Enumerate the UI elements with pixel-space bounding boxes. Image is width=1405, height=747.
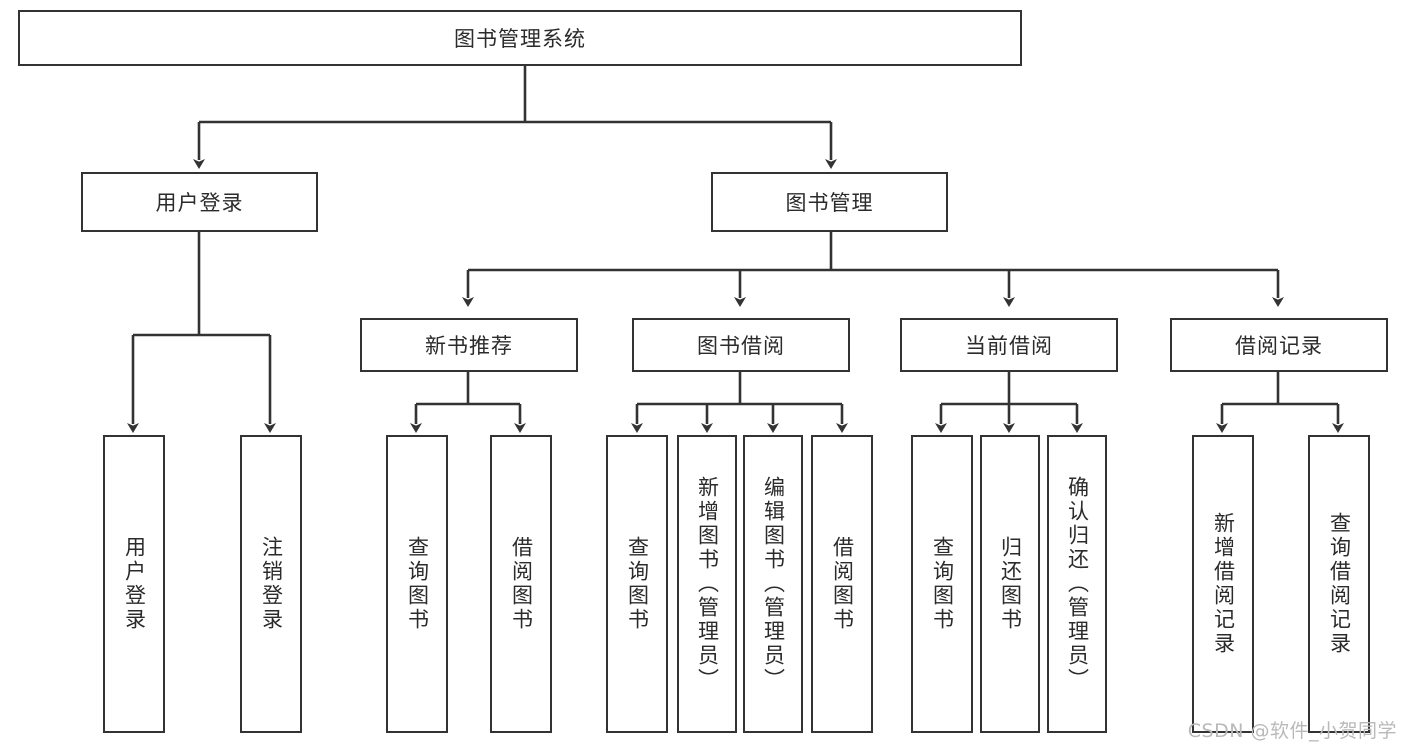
node-leaf-query-book-1[interactable]: 查询图书	[386, 435, 448, 733]
csdn-watermark: CSDN @软件_小贺同学	[1187, 720, 1397, 742]
node-leaf-confirm-return-label: 确认归还（管理员）	[1065, 476, 1090, 692]
node-leaf-query-record[interactable]: 查询借阅记录	[1308, 435, 1370, 733]
node-leaf-return-book-label: 归还图书	[998, 536, 1023, 632]
node-leaf-query-record-label: 查询借阅记录	[1327, 512, 1352, 656]
node-leaf-confirm-return[interactable]: 确认归还（管理员）	[1047, 435, 1107, 733]
node-leaf-user-login-label: 用户登录	[122, 536, 147, 632]
node-leaf-query-book-3-label: 查询图书	[930, 536, 955, 632]
node-leaf-borrow-book-2-label: 借阅图书	[830, 536, 855, 632]
node-user-login-label: 用户登录	[155, 191, 244, 215]
node-book-management[interactable]: 图书管理	[711, 172, 948, 232]
node-leaf-borrow-book-2[interactable]: 借阅图书	[811, 435, 873, 733]
node-leaf-query-book-2[interactable]: 查询图书	[606, 435, 668, 733]
node-leaf-add-book-label: 新增图书（管理员）	[695, 476, 720, 692]
node-leaf-borrow-book-1[interactable]: 借阅图书	[490, 435, 552, 733]
node-leaf-add-record-label: 新增借阅记录	[1211, 512, 1236, 656]
node-leaf-query-book-3[interactable]: 查询图书	[911, 435, 973, 733]
node-leaf-edit-book[interactable]: 编辑图书（管理员）	[743, 435, 803, 733]
node-leaf-query-book-1-label: 查询图书	[405, 536, 430, 632]
node-leaf-borrow-book-1-label: 借阅图书	[509, 536, 534, 632]
node-book-borrow[interactable]: 图书借阅	[632, 318, 850, 372]
node-leaf-edit-book-label: 编辑图书（管理员）	[761, 476, 786, 692]
node-leaf-return-book[interactable]: 归还图书	[980, 435, 1040, 733]
node-leaf-user-login[interactable]: 用户登录	[103, 435, 165, 733]
node-new-book-recommend[interactable]: 新书推荐	[360, 318, 578, 372]
node-leaf-add-record[interactable]: 新增借阅记录	[1192, 435, 1254, 733]
node-leaf-logout-login[interactable]: 注销登录	[240, 435, 302, 733]
node-current-borrow-label: 当前借阅	[965, 334, 1053, 358]
node-user-login[interactable]: 用户登录	[81, 172, 318, 232]
node-new-book-recommend-label: 新书推荐	[425, 334, 513, 358]
node-book-borrow-label: 图书借阅	[697, 334, 785, 358]
node-book-management-label: 图书管理	[785, 191, 874, 215]
node-borrow-record[interactable]: 借阅记录	[1170, 318, 1388, 372]
node-borrow-record-label: 借阅记录	[1235, 334, 1323, 358]
node-root[interactable]: 图书管理系统	[18, 10, 1022, 66]
node-root-label: 图书管理系统	[454, 27, 586, 51]
node-current-borrow[interactable]: 当前借阅	[900, 318, 1118, 372]
node-leaf-query-book-2-label: 查询图书	[625, 536, 650, 632]
node-leaf-logout-login-label: 注销登录	[259, 536, 284, 632]
node-leaf-add-book[interactable]: 新增图书（管理员）	[677, 435, 737, 733]
